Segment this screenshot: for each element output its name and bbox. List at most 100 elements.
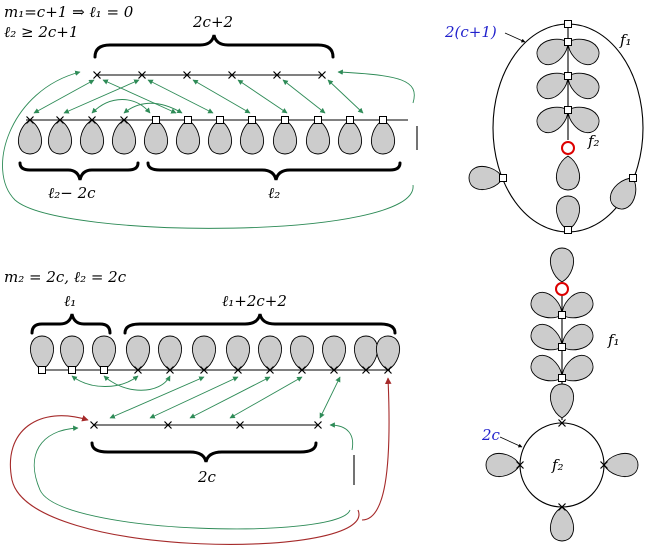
petal-loop xyxy=(226,335,250,371)
petal-loop xyxy=(561,291,594,319)
petal-loop xyxy=(530,323,563,351)
cross-vertex xyxy=(26,116,34,124)
square-vertex xyxy=(379,116,387,124)
cross-vertex xyxy=(200,366,208,374)
top-right-diagram: 2(c+1) f₁ f₂ xyxy=(444,20,644,234)
cross-vertex xyxy=(273,71,281,79)
lower-petals xyxy=(18,116,395,155)
top-left-diagram: m₁=c+1 ⇒ ℓ₁ = 0 ℓ₂ ≥ 2c+1 2c+2 ℓ₂− 2c ℓ₂ xyxy=(2,3,418,229)
petal-loop xyxy=(30,335,54,371)
petal-loop xyxy=(60,335,84,371)
condition-line-1: m₁=c+1 ⇒ ℓ₁ = 0 xyxy=(4,3,134,21)
cross-vertex xyxy=(120,116,128,124)
petal-loop xyxy=(567,38,600,66)
face-f1-label-bottom: f₁ xyxy=(607,331,620,349)
bottom-left-diagram: m₂ = 2c, ℓ₂ = 2c ℓ₁ ℓ₁+2c+2 2c xyxy=(4,268,400,545)
cross-vertex xyxy=(318,71,326,79)
condition-line-2: ℓ₂ ≥ 2c+1 xyxy=(4,23,78,41)
petal-loop xyxy=(273,119,297,155)
green-arrow xyxy=(102,79,177,114)
cross-vertex xyxy=(138,71,146,79)
petal-loop xyxy=(468,166,504,190)
petal-loop xyxy=(603,453,639,477)
petal-loop xyxy=(567,72,600,100)
brace-bottom xyxy=(90,441,318,463)
petal-loop xyxy=(561,323,594,351)
face-f2-label: f₂ xyxy=(587,132,600,150)
cross-vertex xyxy=(298,366,306,374)
petal-loop xyxy=(354,335,378,371)
brace-left xyxy=(18,161,140,181)
red-circle-vertex xyxy=(561,141,575,155)
petal-loop xyxy=(609,177,637,210)
petal-loop xyxy=(112,119,136,155)
cross-vertex xyxy=(134,366,142,374)
cross-vertex xyxy=(266,366,274,374)
petal-loop xyxy=(376,335,400,371)
petal-loop xyxy=(530,354,563,382)
cross-vertex xyxy=(88,116,96,124)
cross-vertex xyxy=(516,461,524,469)
petal-loop xyxy=(371,119,395,155)
square-vertex xyxy=(499,174,507,182)
green-arrow xyxy=(229,376,303,419)
cross-vertex xyxy=(558,503,566,511)
red-loop-right xyxy=(361,377,392,521)
green-arrow xyxy=(237,79,288,114)
square-vertex xyxy=(564,106,572,114)
square-vertex xyxy=(216,116,224,124)
green-arrow xyxy=(91,99,151,114)
petal-loop xyxy=(322,335,346,371)
petal-loop xyxy=(550,383,574,419)
square-vertex xyxy=(558,343,566,351)
upper-crosses xyxy=(93,71,326,79)
square-vertex xyxy=(629,174,637,182)
petal-loop xyxy=(92,335,116,371)
petal-loop xyxy=(550,247,574,283)
green-loop-right xyxy=(337,69,415,104)
cross-vertex xyxy=(384,366,392,374)
red-circle-vertex-bottom xyxy=(555,282,569,296)
square-vertex xyxy=(564,72,572,80)
boundary-label: 2(c+1) xyxy=(444,23,497,41)
green-arrow xyxy=(327,79,364,114)
boundary-pointer-bottom xyxy=(499,436,523,448)
green-arrows-bottom xyxy=(71,375,341,419)
cross-vertex xyxy=(164,421,172,429)
cross-vertex xyxy=(362,366,370,374)
cross-vertex xyxy=(90,421,98,429)
cross-vertex xyxy=(166,366,174,374)
petal-loop xyxy=(556,195,580,231)
petal-loop xyxy=(126,335,150,371)
petal-loop xyxy=(530,291,563,319)
face-f1-label: f₁ xyxy=(619,31,632,49)
petal-loop xyxy=(536,38,569,66)
cross-vertex xyxy=(600,461,608,469)
green-arrow xyxy=(103,375,171,391)
bottom-crosses xyxy=(90,421,322,429)
cross-vertex xyxy=(234,366,242,374)
green-arrow xyxy=(189,376,271,419)
petal-loop xyxy=(240,119,264,155)
green-arrow xyxy=(149,376,239,419)
brace-top-label: 2c+2 xyxy=(192,13,233,31)
cross-vertex xyxy=(558,419,566,427)
green-arrow xyxy=(282,79,326,114)
brace-bottom-right xyxy=(123,313,397,335)
cross-vertex xyxy=(236,421,244,429)
square-vertex xyxy=(281,116,289,124)
cross-vertex xyxy=(330,366,338,374)
petal-loop xyxy=(80,119,104,155)
square-vertex xyxy=(558,311,566,319)
cross-vertex xyxy=(183,71,191,79)
bottom-stem-petals xyxy=(485,247,639,542)
cross-vertex xyxy=(228,71,236,79)
brace-right xyxy=(146,161,402,181)
cross-vertex xyxy=(93,71,101,79)
petal-loop xyxy=(208,119,232,155)
stem-petals xyxy=(468,20,637,234)
petal-loop xyxy=(192,335,216,371)
green-loop-bottom xyxy=(33,425,351,530)
square-vertex xyxy=(346,116,354,124)
